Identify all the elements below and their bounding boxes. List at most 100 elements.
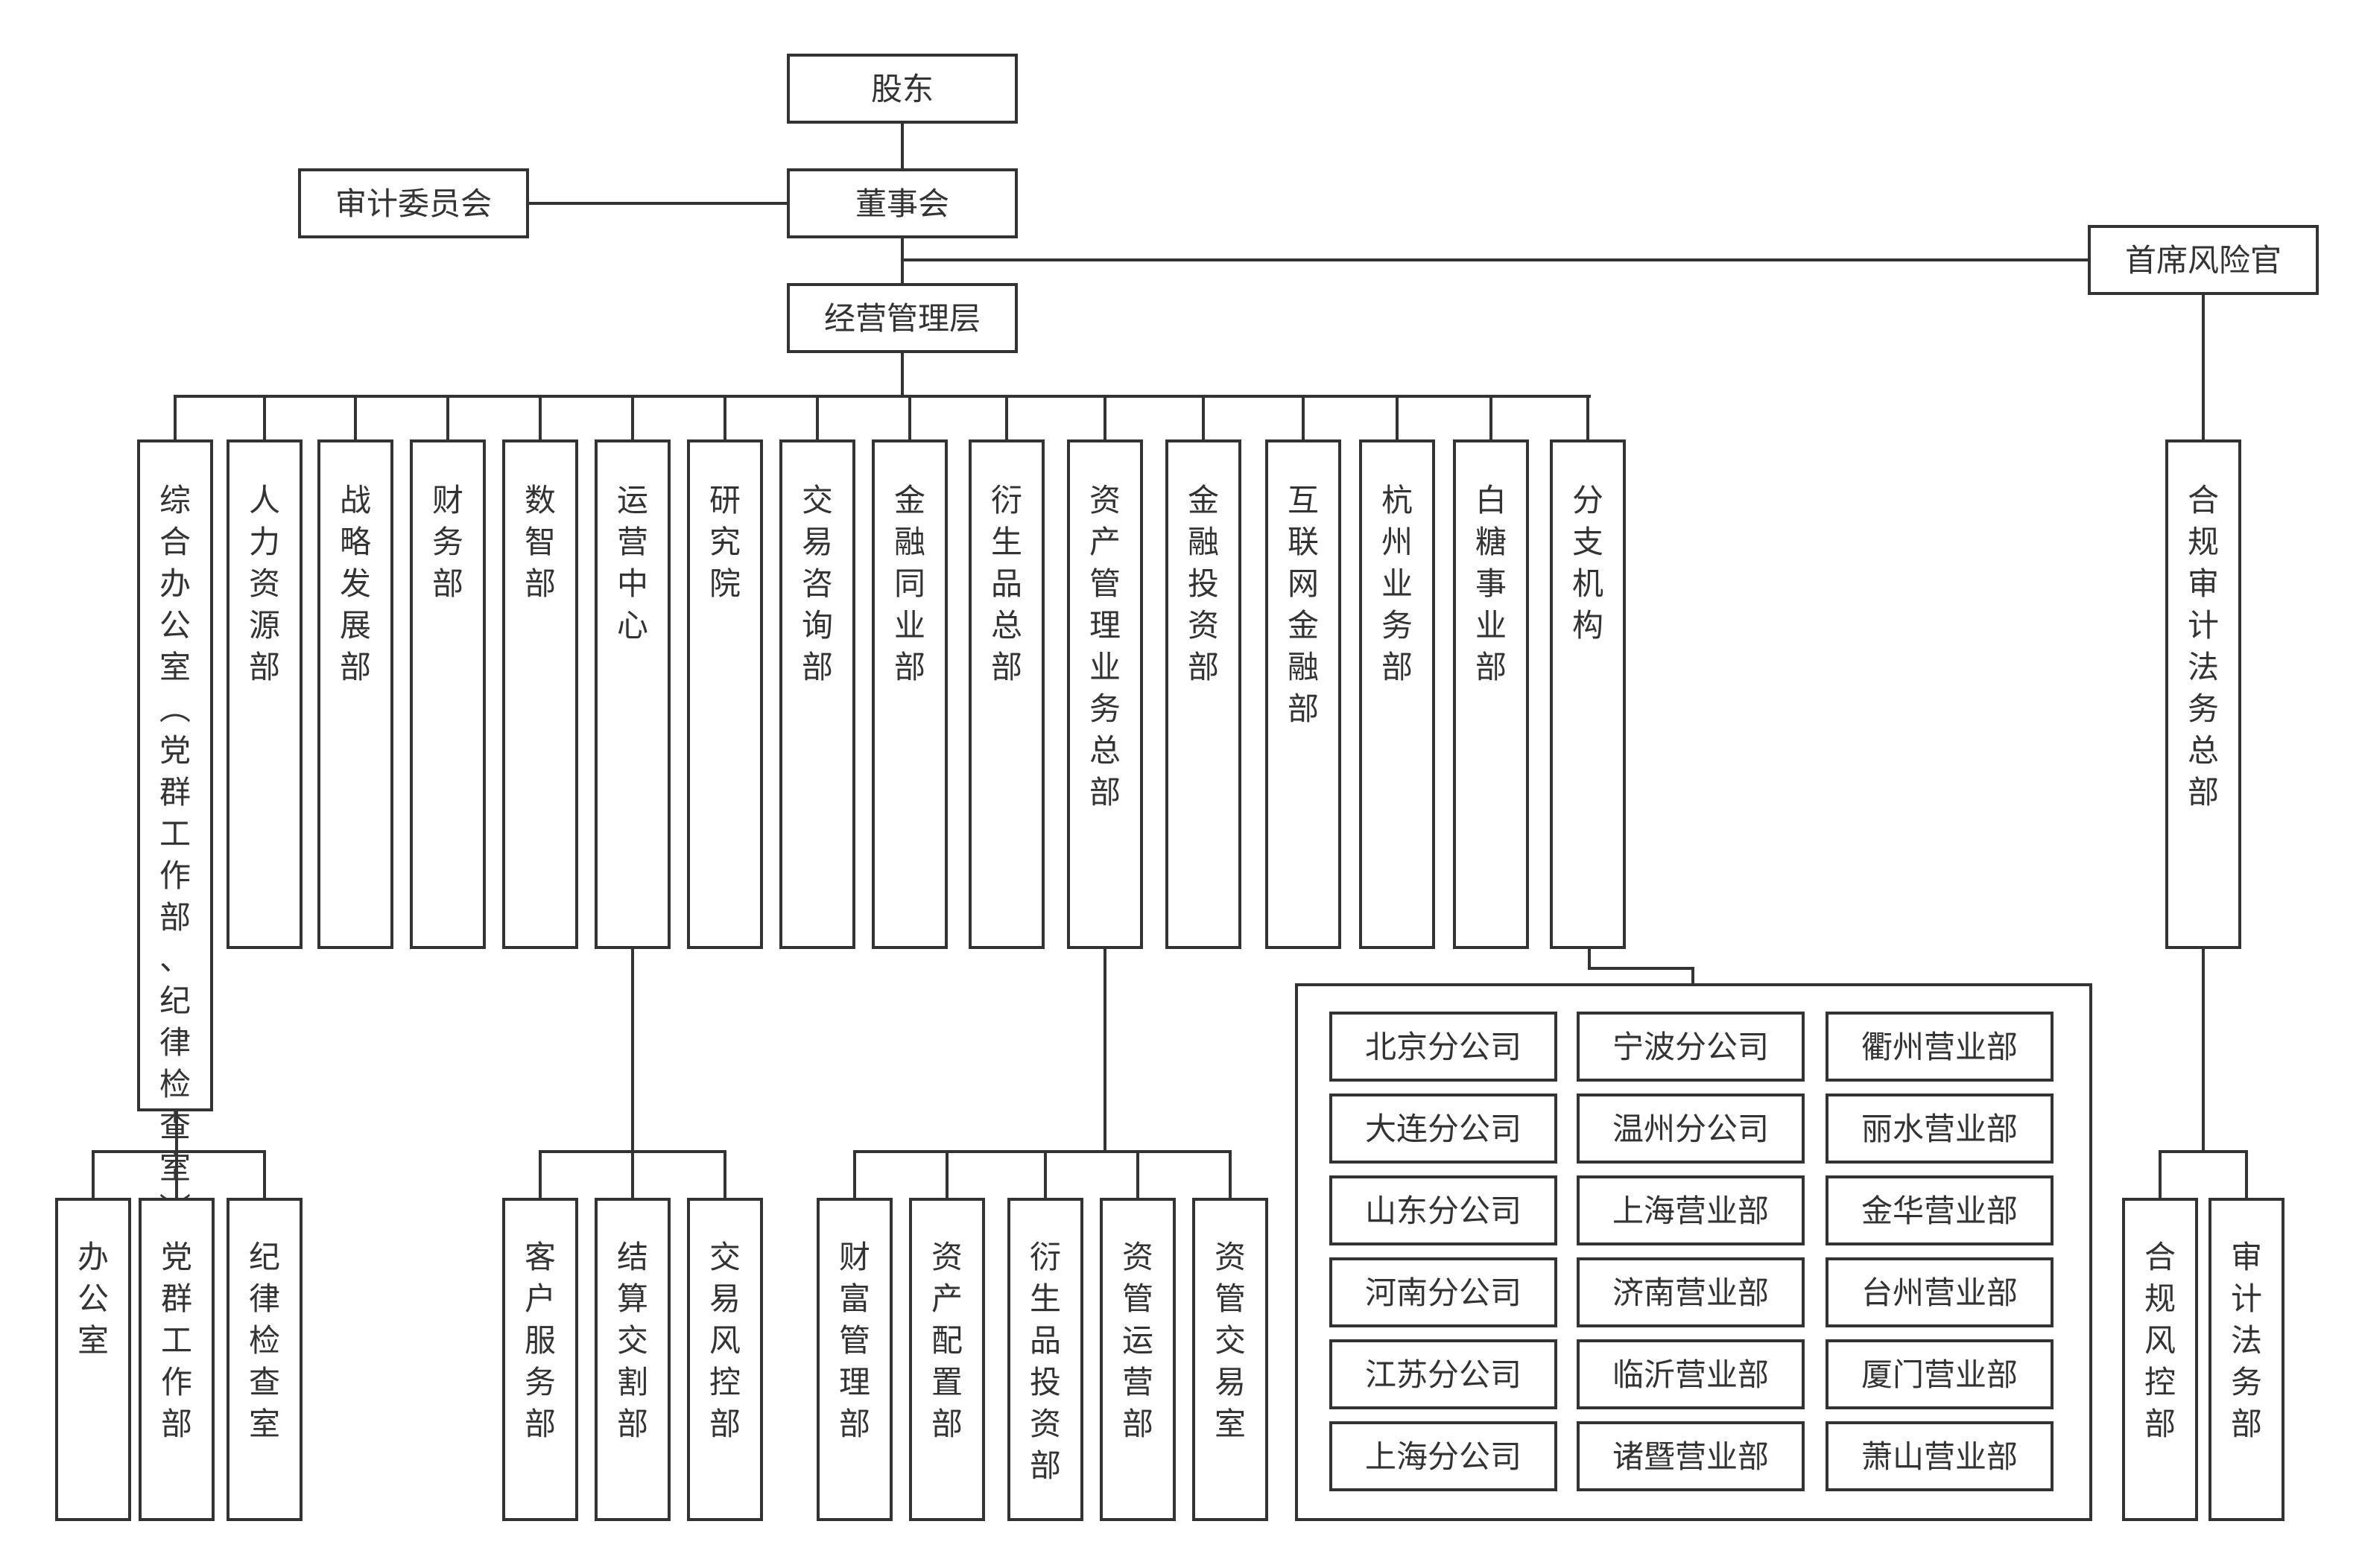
- compliance-dept-box-char: 部: [2188, 775, 2219, 810]
- dept-box-0-frame: [137, 439, 213, 1111]
- shareholders-box: 股东: [787, 54, 1018, 124]
- sub-box-asset_mgmt-4-char: 室: [1215, 1406, 1246, 1441]
- shareholders-box-label: 股东: [871, 72, 934, 107]
- sub-box-office-2-char: 室: [249, 1406, 280, 1441]
- dept-box-8-char: 业: [894, 608, 925, 643]
- branch-box-frame: [1329, 1175, 1557, 1245]
- dept-box-2-frame: [317, 439, 393, 949]
- branch-box-frame: [1826, 1012, 2054, 1082]
- dept-box-0-char: 党: [159, 733, 191, 768]
- dept-box-0-char: 群: [159, 775, 191, 810]
- sub-box-compliance-0: 合规风控部: [2122, 1198, 2198, 1521]
- dept-box-14-char: 白: [1475, 483, 1507, 518]
- dept-box-0-char: 室: [159, 650, 191, 685]
- dept-box-0-char: 合: [159, 524, 191, 559]
- sub-box-office-1-char: 部: [161, 1406, 192, 1441]
- sub-box-compliance-0-label: 合规风控部: [2144, 1240, 2176, 1441]
- dept-box-0: 综合办公室︵党群工作部、纪律检查室︶: [137, 439, 213, 1227]
- branch-box-label: 衢州营业部: [1861, 1029, 2018, 1064]
- sub-box-office-2-frame: [227, 1198, 303, 1521]
- dept-box-1-char: 部: [249, 650, 280, 685]
- dept-box-12-char: 金: [1288, 608, 1319, 643]
- dept-box-4-frame: [502, 439, 578, 949]
- sub-box-compliance-1-frame: [2208, 1198, 2284, 1521]
- dept-box-4-char: 数: [525, 483, 556, 518]
- sub-box-asset_mgmt-4-frame: [1192, 1198, 1268, 1521]
- sub-box-office-1-frame: [139, 1198, 215, 1521]
- sub-box-office-1-char: 工: [161, 1323, 192, 1358]
- compliance-dept-box-char: 规: [2188, 524, 2219, 559]
- compliance-dept-box-char: 计: [2188, 608, 2219, 643]
- dept-box-13-label: 杭州业务部: [1381, 483, 1413, 685]
- dept-box-4-char: 智: [525, 524, 556, 559]
- dept-box-9-char: 衍: [991, 483, 1022, 518]
- dept-box-7-label: 交易咨询部: [802, 483, 833, 685]
- dept-box-14: 白糖事业部: [1453, 439, 1529, 949]
- dept-box-12-char: 联: [1288, 524, 1319, 559]
- sub-box-operations-0-char: 客: [525, 1240, 556, 1275]
- branch-box: 大连分公司: [1329, 1094, 1557, 1164]
- dept-box-9-frame: [969, 439, 1045, 949]
- sub-box-compliance-1-char: 审: [2231, 1240, 2262, 1275]
- compliance-dept-box-char: 法: [2188, 650, 2219, 685]
- sub-box-operations-1-char: 部: [617, 1406, 648, 1441]
- branch-box-frame: [1329, 1421, 1557, 1491]
- sub-box-asset_mgmt-0-char: 富: [839, 1281, 870, 1316]
- dept-box-7-char: 易: [802, 524, 833, 559]
- dept-box-14-char: 部: [1475, 650, 1507, 685]
- dept-box-0-char: 查: [159, 1108, 191, 1143]
- sub-box-compliance-0-char: 合: [2144, 1240, 2176, 1275]
- sub-box-asset_mgmt-1-frame: [909, 1198, 985, 1521]
- branch-box: 北京分公司: [1329, 1012, 1557, 1082]
- sub-box-operations-2-char: 控: [709, 1365, 741, 1400]
- branch-box-label: 温州分公司: [1612, 1111, 1769, 1146]
- dept-box-0-char: 、: [159, 942, 191, 977]
- branch-box-frame: [1577, 1012, 1805, 1082]
- sub-box-office-0-char: 公: [77, 1281, 109, 1316]
- sub-box-asset_mgmt-3-char: 管: [1122, 1281, 1153, 1316]
- sub-box-asset_mgmt-4-label: 资管交易室: [1215, 1240, 1246, 1441]
- sub-box-compliance-1-char: 法: [2231, 1323, 2262, 1358]
- branch-box: 温州分公司: [1577, 1094, 1805, 1164]
- dept-box-8-label: 金融同业部: [894, 483, 925, 685]
- dept-box-7-char: 询: [802, 608, 833, 643]
- sub-box-office-1: 党群工作部: [139, 1198, 215, 1521]
- branch-box-frame: [1577, 1339, 1805, 1409]
- branch-box-frame: [1826, 1175, 2054, 1245]
- branch-box-label: 丽水营业部: [1861, 1111, 2018, 1146]
- dept-box-1-char: 力: [249, 524, 280, 559]
- dept-box-9-char: 总: [991, 608, 1022, 643]
- sub-box-asset_mgmt-3-char: 营: [1122, 1365, 1153, 1400]
- sub-box-operations-1-char: 割: [617, 1365, 648, 1400]
- sub-box-asset_mgmt-2: 衍生品投资部: [1007, 1198, 1083, 1521]
- sub-box-compliance-1-label: 审计法务部: [2231, 1240, 2262, 1441]
- branch-box-label: 上海分公司: [1365, 1439, 1522, 1474]
- dept-box-12-frame: [1265, 439, 1341, 949]
- branch-box: 厦门营业部: [1826, 1339, 2054, 1409]
- dept-box-9: 衍生品总部: [969, 439, 1045, 949]
- dept-box-15-char: 机: [1572, 566, 1603, 601]
- sub-box-asset_mgmt-2-frame: [1007, 1198, 1083, 1521]
- branch-box: 上海分公司: [1329, 1421, 1557, 1491]
- sub-box-compliance-0-frame: [2122, 1198, 2198, 1521]
- sub-box-asset_mgmt-0-char: 管: [839, 1323, 870, 1358]
- branch-box-label: 江苏分公司: [1365, 1357, 1522, 1392]
- dept-box-6-char: 院: [709, 566, 741, 601]
- sub-box-compliance-1: 审计法务部: [2208, 1198, 2284, 1521]
- branch-box: 台州营业部: [1826, 1257, 2054, 1327]
- cro-box-frame: [2088, 225, 2319, 295]
- dept-box-10-char: 部: [1089, 775, 1121, 810]
- sub-box-compliance-0-char: 风: [2144, 1323, 2176, 1358]
- branch-box-label: 宁波分公司: [1612, 1029, 1769, 1064]
- dept-box-0-char: 公: [159, 608, 191, 643]
- dept-box-15-label: 分支机构: [1572, 483, 1603, 643]
- dept-box-6-frame: [687, 439, 763, 949]
- dept-box-8-char: 部: [894, 650, 925, 685]
- cro-box: 首席风险官: [2088, 225, 2319, 295]
- compliance-dept-box-frame: [2165, 439, 2241, 949]
- compliance-dept-box-char: 审: [2188, 566, 2219, 601]
- sub-box-office-1-char: 群: [161, 1281, 192, 1316]
- dept-box-0-char: 检: [159, 1067, 191, 1102]
- sub-box-office-0-char: 室: [77, 1323, 109, 1358]
- dept-box-0-char: ︵: [159, 691, 191, 726]
